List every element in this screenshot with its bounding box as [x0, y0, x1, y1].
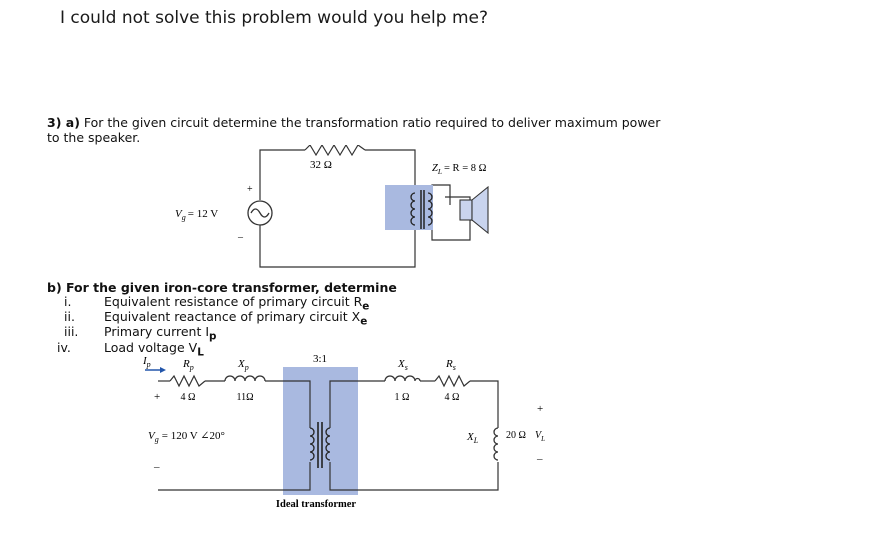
transformer-coils-icon: [309, 422, 331, 468]
resistor-icon: [434, 374, 471, 388]
item-sub: e: [360, 315, 368, 328]
item-text: Equivalent resistance of primary circuit…: [104, 294, 363, 309]
transformer-caption: Ideal transformer: [276, 499, 357, 510]
part-b-item-1: i. Equivalent resistance of primary circu…: [64, 294, 369, 313]
circuit-a-diagram: 32 Ω + – Vg= 12 V ZL= R = 8 Ω: [175, 145, 489, 268]
ip-label: Ip: [142, 355, 151, 369]
part-a-text: 3) a) For the given circuit determine th…: [47, 115, 660, 145]
part-b-intro-text: b) For the given iron-core transformer, …: [47, 280, 397, 295]
xs-label: Xs: [397, 358, 408, 372]
xp-label: Xp: [237, 358, 249, 372]
rp-label: Rp: [182, 358, 194, 372]
item-num: ii.: [64, 309, 75, 324]
xp-value: 11Ω: [236, 392, 253, 403]
vl-label: VL: [535, 430, 545, 443]
item-sub: p: [209, 330, 217, 343]
inductor-icon: [493, 427, 499, 461]
load-plus: +: [537, 403, 543, 415]
source-a-label: Vg= 12 V: [175, 208, 218, 222]
transformer-coils-icon: [410, 190, 433, 229]
rs-value: 4 Ω: [445, 392, 460, 403]
source-a-minus: –: [237, 232, 244, 243]
item-num: i.: [64, 294, 72, 309]
circuit-b-diagram: Ip Rp 4 Ω Xp 11Ω + – Vg= 120 V ∠20° 3:1 …: [142, 353, 545, 510]
transformer-core-a: [385, 185, 433, 230]
speaker-icon: [459, 185, 489, 235]
resistor-a-label: 32 Ω: [310, 159, 332, 171]
part-b-item-4: iv. Load voltage VL: [57, 340, 204, 359]
part-b-intro: b) For the given iron-core transformer, …: [47, 280, 397, 295]
source-b-plus: +: [154, 391, 160, 403]
source-a-plus: +: [247, 184, 253, 195]
turns-ratio: 3:1: [313, 353, 327, 365]
item-text: Load voltage V: [104, 340, 198, 355]
part-a-line1: For the given circuit determine the tran…: [83, 115, 661, 130]
transformer-core-b: [283, 367, 358, 495]
rs-label: Rs: [445, 358, 456, 372]
source-b-minus: –: [153, 461, 160, 473]
item-text: Equivalent reactance of primary circuit …: [104, 309, 361, 324]
part-a-label: 3) a): [47, 115, 80, 130]
xl-value: 20 Ω: [506, 430, 526, 441]
xl-label: XL: [466, 431, 479, 445]
rp-value: 4 Ω: [181, 392, 196, 403]
resistor-icon: [304, 145, 366, 157]
item-num: iv.: [57, 340, 71, 355]
load-a-label: ZL= R = 8 Ω: [432, 163, 487, 176]
item-num: iii.: [64, 324, 79, 339]
item-sub: e: [362, 300, 370, 313]
part-b-item-2: ii. Equivalent reactance of primary circu…: [64, 309, 367, 328]
xs-value: 1 Ω: [395, 392, 410, 403]
load-minus: –: [536, 453, 543, 465]
item-sub: L: [197, 346, 204, 359]
inductor-icon: [384, 375, 421, 382]
part-a-line2: to the speaker.: [47, 130, 141, 145]
item-text: Primary current I: [104, 324, 210, 339]
resistor-icon: [169, 374, 206, 388]
question-title: I could not solve this problem would you…: [60, 8, 489, 28]
source-b-label: Vg= 120 V ∠20°: [148, 430, 225, 444]
inductor-icon: [224, 375, 266, 382]
part-b-item-3: iii. Primary current Ip: [64, 324, 216, 343]
